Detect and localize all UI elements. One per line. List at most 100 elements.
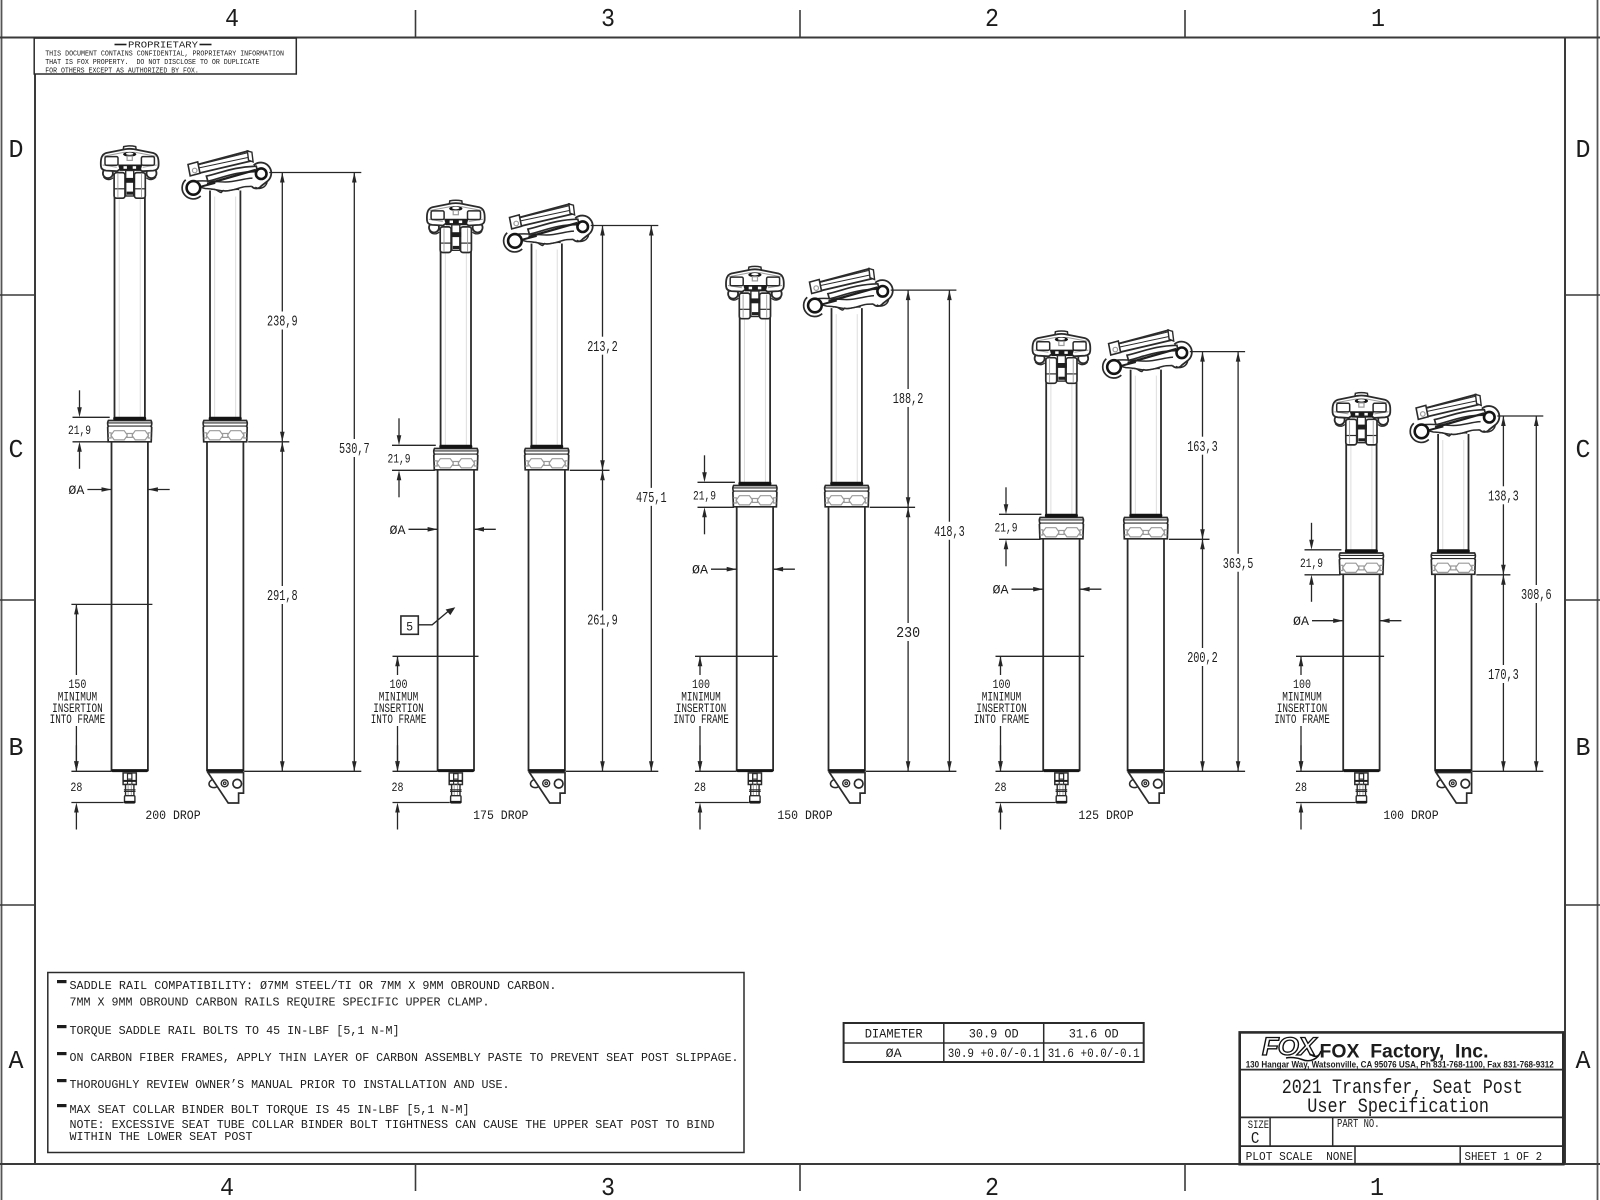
svg-text:2: 2 <box>985 1173 999 1200</box>
svg-text:188,2: 188,2 <box>893 392 924 408</box>
svg-text:28: 28 <box>70 780 82 795</box>
svg-text:A: A <box>1576 1046 1591 1076</box>
svg-text:2: 2 <box>985 4 999 34</box>
svg-text:INTO FRAME: INTO FRAME <box>371 712 427 727</box>
svg-text:SHEET 1 OF 2: SHEET 1 OF 2 <box>1465 1150 1543 1164</box>
svg-text:130 Hangar Way, Watsonville, C: 130 Hangar Way, Watsonville, CA 95076 US… <box>1246 1060 1554 1071</box>
svg-text:100: 100 <box>692 677 710 692</box>
svg-text:C: C <box>9 435 24 465</box>
svg-text:PART NO.: PART NO. <box>1337 1117 1380 1131</box>
svg-text:28: 28 <box>1295 780 1307 795</box>
svg-text:TORQUE SADDLE RAIL BOLTS TO 45: TORQUE SADDLE RAIL BOLTS TO 45 IN-LBF [5… <box>70 1024 400 1038</box>
svg-text:MINIMUM: MINIMUM <box>681 690 720 705</box>
svg-text:PLOT SCALE NONE: PLOT SCALE NONE <box>1246 1150 1353 1164</box>
svg-text:PROPRIETARY: PROPRIETARY <box>128 40 198 51</box>
svg-text:C: C <box>1576 435 1591 465</box>
svg-text:475,1: 475,1 <box>636 491 667 507</box>
svg-text:5: 5 <box>406 620 413 635</box>
svg-text:B: B <box>1576 733 1591 763</box>
svg-text:150 DROP: 150 DROP <box>777 808 832 823</box>
svg-text:28: 28 <box>995 780 1007 795</box>
svg-text:200,2: 200,2 <box>1187 651 1218 667</box>
svg-text:SIZE: SIZE <box>1248 1120 1270 1132</box>
svg-text:125 DROP: 125 DROP <box>1078 808 1133 823</box>
svg-text:D: D <box>1576 135 1591 165</box>
svg-text:THOROUGHLY REVIEW OWNER’S MANU: THOROUGHLY REVIEW OWNER’S MANUAL PRIOR T… <box>70 1078 510 1092</box>
svg-text:MINIMUM: MINIMUM <box>1282 690 1321 705</box>
svg-text:1: 1 <box>1370 1173 1384 1200</box>
svg-text:MINIMUM: MINIMUM <box>58 690 97 705</box>
svg-text:D: D <box>9 135 24 165</box>
svg-text:2021 Transfer, Seat Post: 2021 Transfer, Seat Post <box>1282 1077 1523 1100</box>
svg-text:NOTE: EXCESSIVE SEAT TUBE COLL: NOTE: EXCESSIVE SEAT TUBE COLLAR BINDER … <box>70 1118 715 1132</box>
svg-text:INTO FRAME: INTO FRAME <box>1274 712 1330 727</box>
svg-text:3: 3 <box>601 4 615 34</box>
svg-text:ØA: ØA <box>390 524 407 538</box>
svg-text:FOR OTHERS EXCEPT AS AUTHORIZE: FOR OTHERS EXCEPT AS AUTHORIZED BY FOX. <box>45 68 199 76</box>
svg-text:INTO FRAME: INTO FRAME <box>673 712 729 727</box>
svg-text:530,7: 530,7 <box>339 442 370 458</box>
svg-text:WITHIN THE LOWER SEAT POST: WITHIN THE LOWER SEAT POST <box>70 1130 253 1144</box>
svg-text:138,3: 138,3 <box>1488 490 1519 506</box>
svg-text:ØA: ØA <box>68 484 85 498</box>
svg-text:1: 1 <box>1371 4 1385 34</box>
svg-text:MINIMUM: MINIMUM <box>982 690 1021 705</box>
svg-text:4: 4 <box>225 4 239 34</box>
svg-text:MINIMUM: MINIMUM <box>379 690 418 705</box>
svg-text:21,9: 21,9 <box>1300 557 1323 571</box>
svg-text:100 DROP: 100 DROP <box>1383 808 1438 823</box>
svg-text:308,6: 308,6 <box>1521 588 1552 604</box>
svg-text:SADDLE RAIL COMPATIBILITY: Ø7M: SADDLE RAIL COMPATIBILITY: Ø7MM STEEL/TI… <box>70 979 557 993</box>
svg-text:261,9: 261,9 <box>587 614 618 630</box>
svg-text:3: 3 <box>601 1173 615 1200</box>
svg-text:238,9: 238,9 <box>267 315 298 331</box>
svg-text:ØA: ØA <box>993 584 1010 598</box>
svg-text:230: 230 <box>896 626 920 642</box>
svg-text:ØA: ØA <box>1293 615 1310 629</box>
svg-text:4: 4 <box>220 1173 234 1200</box>
svg-text:100: 100 <box>1293 677 1311 692</box>
svg-text:31.6 OD: 31.6 OD <box>1069 1028 1119 1042</box>
svg-text:21,9: 21,9 <box>995 521 1018 535</box>
svg-text:INTO FRAME: INTO FRAME <box>974 712 1030 727</box>
svg-text:7MM X 9MM OBROUND CARBON RAILS: 7MM X 9MM OBROUND CARBON RAILS REQUIRE S… <box>70 996 490 1010</box>
svg-text:100: 100 <box>390 677 408 692</box>
svg-text:418,3: 418,3 <box>934 525 965 541</box>
svg-text:FOX: FOX <box>1262 1033 1318 1061</box>
svg-text:175 DROP: 175 DROP <box>473 808 528 823</box>
svg-text:MAX SEAT COLLAR BINDER BOLT TO: MAX SEAT COLLAR BINDER BOLT TORQUE IS 45… <box>70 1103 470 1117</box>
svg-text:363,5: 363,5 <box>1223 557 1254 573</box>
svg-text:291,8: 291,8 <box>267 589 298 605</box>
svg-text:213,2: 213,2 <box>587 340 618 356</box>
svg-text:28: 28 <box>392 780 404 795</box>
svg-text:INSERTION: INSERTION <box>676 701 727 716</box>
svg-text:B: B <box>9 733 24 763</box>
svg-text:THIS DOCUMENT CONTAINS CONFIDE: THIS DOCUMENT CONTAINS CONFIDENTIAL, PRO… <box>45 51 284 59</box>
svg-text:INSERTION: INSERTION <box>52 701 103 716</box>
svg-text:163,3: 163,3 <box>1187 440 1218 456</box>
svg-text:100: 100 <box>993 677 1011 692</box>
svg-text:21,9: 21,9 <box>693 489 716 503</box>
svg-text:28: 28 <box>694 780 706 795</box>
svg-text:31.6 +0.0/-0.1: 31.6 +0.0/-0.1 <box>1048 1047 1140 1061</box>
svg-text:ØA: ØA <box>886 1047 903 1061</box>
svg-text:200 DROP: 200 DROP <box>145 808 200 823</box>
svg-text:INTO FRAME: INTO FRAME <box>50 712 106 727</box>
svg-text:21,9: 21,9 <box>388 452 411 466</box>
svg-text:C: C <box>1251 1130 1260 1149</box>
svg-text:INSERTION: INSERTION <box>373 701 424 716</box>
svg-text:ØA: ØA <box>692 564 709 578</box>
svg-text:ON CARBON FIBER FRAMES, APPLY: ON CARBON FIBER FRAMES, APPLY THIN LAYER… <box>70 1051 739 1065</box>
svg-text:INSERTION: INSERTION <box>976 701 1027 716</box>
svg-text:DIAMETER: DIAMETER <box>865 1028 923 1042</box>
svg-text:INSERTION: INSERTION <box>1277 701 1328 716</box>
svg-text:170,3: 170,3 <box>1488 668 1519 684</box>
svg-text:30.9 OD: 30.9 OD <box>969 1028 1019 1042</box>
svg-text:30.9 +0.0/-0.1: 30.9 +0.0/-0.1 <box>948 1047 1040 1061</box>
svg-text:User Specification: User Specification <box>1307 1096 1489 1119</box>
svg-text:A: A <box>9 1046 24 1076</box>
svg-text:THAT IS FOX PROPERTY. DO NOT: THAT IS FOX PROPERTY. DO NOT DISCLOSE TO… <box>45 59 259 67</box>
svg-text:150: 150 <box>68 677 86 692</box>
svg-text:FOX Factory, Inc.: FOX Factory, Inc. <box>1320 1042 1489 1063</box>
svg-text:21,9: 21,9 <box>68 424 91 438</box>
